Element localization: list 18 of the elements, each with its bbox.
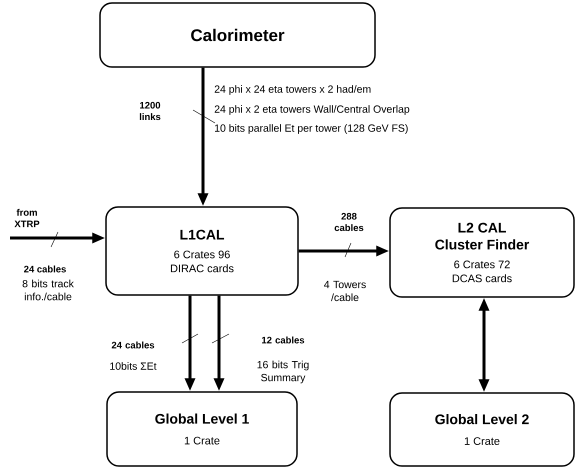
edge-label: 288 cables <box>334 212 364 232</box>
process-box: L1CAL 6 Crates 96 DIRAC cards <box>105 206 299 296</box>
annotation-text: 10bits ΣEt <box>110 362 156 370</box>
edge-label: from XTRP <box>14 208 40 228</box>
annotation-text: 24 cables <box>24 266 66 272</box>
edge-label: 1200 links <box>140 102 160 120</box>
edge-label: 24 cables <box>112 342 154 348</box>
process-box: Global Level 2 1 Crate <box>389 392 575 467</box>
process-box: Calorimeter <box>99 2 376 68</box>
edge-label: 12 cables <box>262 336 304 344</box>
annotation-text: 24 phi x 24 eta towers x 2 had/em <box>214 85 370 95</box>
process-box: L2 CAL Cluster Finder 6 Crates 72 DCAS cards <box>389 207 575 298</box>
process-box: Global Level 1 1 Crate <box>106 391 298 467</box>
annotation-text: 24 phi x 2 eta towers Wall/Central Overlap <box>214 105 410 115</box>
annotation-text: 4 Towers /cable <box>324 280 366 302</box>
annotation-text: 16 bits Trig Summary <box>258 360 309 384</box>
annotation-text: 10 bits parallel Et per tower (128 GeV FS) <box>215 124 408 134</box>
annotation-text: 8 bits track info./cable <box>22 280 74 300</box>
